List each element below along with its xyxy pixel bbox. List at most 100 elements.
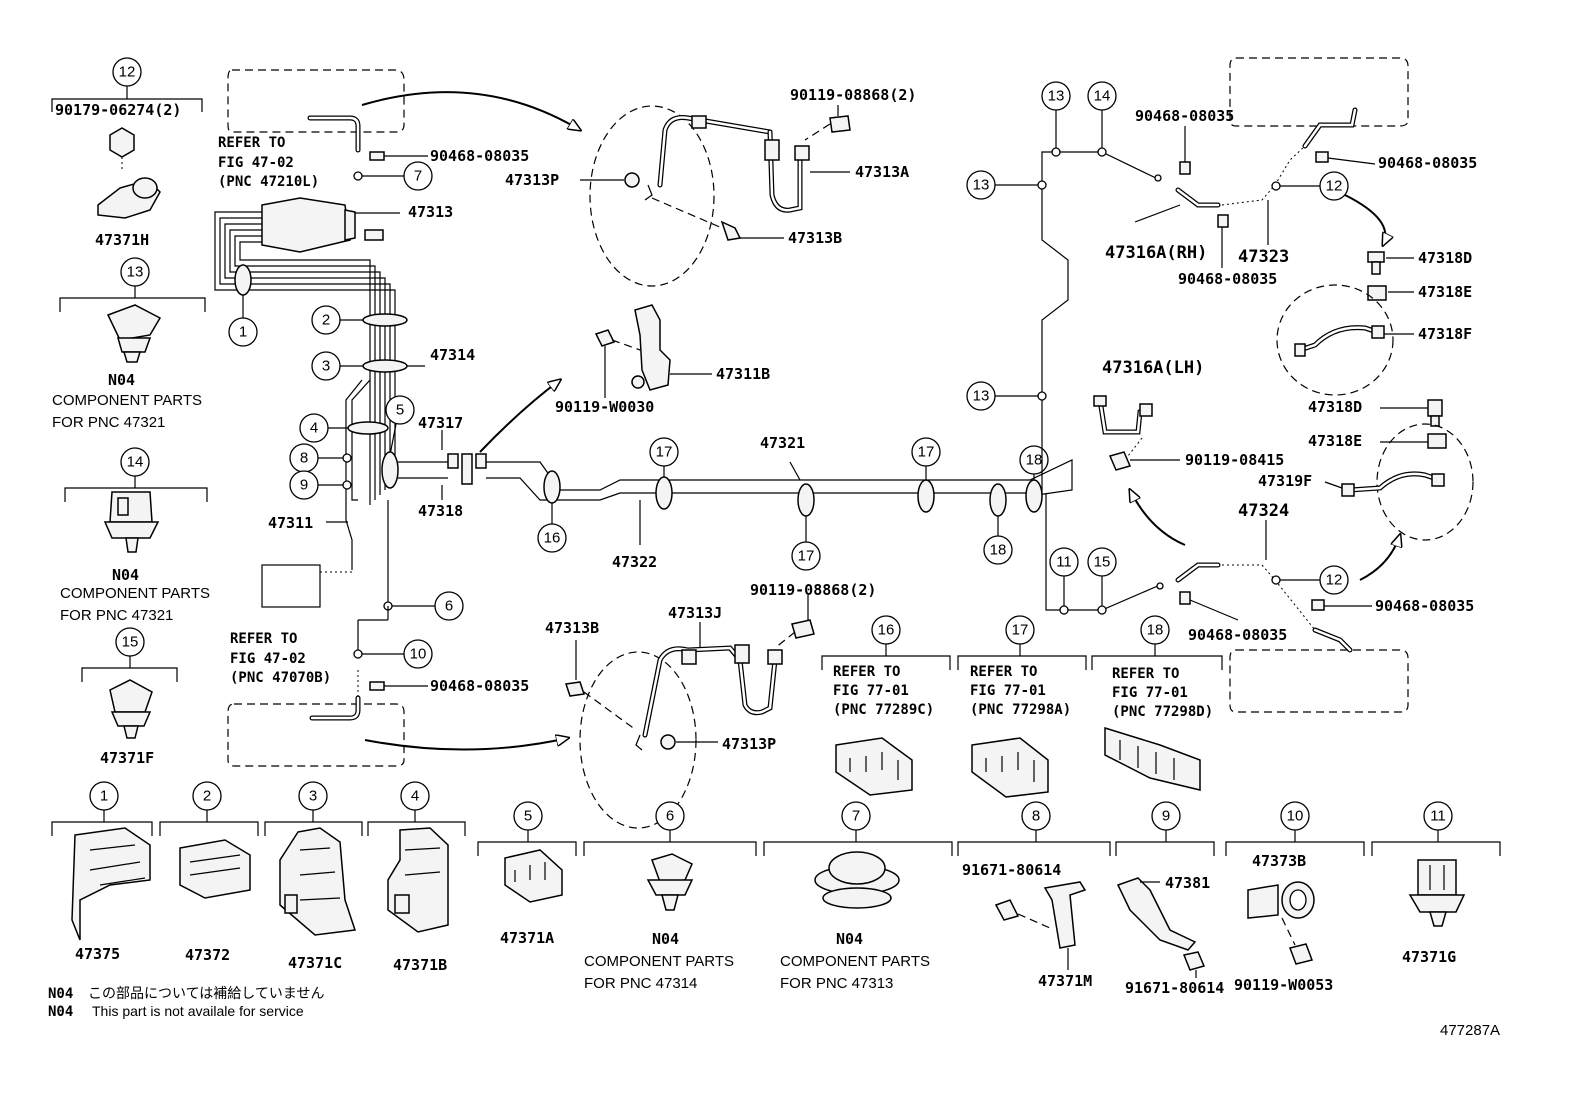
clip-icon bbox=[835, 737, 913, 796]
svg-text:11: 11 bbox=[1056, 554, 1072, 571]
svg-text:16: 16 bbox=[544, 530, 561, 547]
svg-text:47371F: 47371F bbox=[100, 749, 154, 767]
svg-text:REFER TO: REFER TO bbox=[218, 135, 285, 151]
svg-text:90468-08035: 90468-08035 bbox=[1378, 154, 1477, 172]
clip-icon bbox=[106, 304, 162, 341]
group-47371C: 3 47371C bbox=[264, 781, 363, 972]
clip-icon bbox=[971, 737, 1049, 798]
svg-text:16: 16 bbox=[878, 622, 895, 639]
svg-text:2: 2 bbox=[322, 312, 330, 329]
svg-text:COMPONENT PARTS: COMPONENT PARTS bbox=[584, 953, 734, 970]
footnotes: N04 この部品については補給していません N04 This part is n… bbox=[48, 985, 324, 1020]
bracket-icon bbox=[1043, 881, 1087, 949]
svg-text:90468-08035: 90468-08035 bbox=[1375, 597, 1474, 615]
svg-text:90119-W0030: 90119-W0030 bbox=[555, 398, 654, 416]
bolt-icon bbox=[720, 220, 742, 241]
svg-text:9: 9 bbox=[1162, 808, 1170, 825]
group-47324: 12 90468-08035 90468-08035 bbox=[1156, 562, 1474, 713]
svg-text:7: 7 bbox=[414, 168, 422, 185]
svg-text:47311B: 47311B bbox=[716, 365, 770, 383]
svg-text:3: 3 bbox=[322, 358, 330, 375]
svg-text:17: 17 bbox=[656, 444, 673, 461]
svg-text:12: 12 bbox=[1326, 178, 1343, 195]
svg-text:47318E: 47318E bbox=[1418, 283, 1472, 301]
clip-icon bbox=[179, 839, 251, 899]
svg-text:(PNC 47070B): (PNC 47070B) bbox=[230, 670, 331, 686]
front-hose-top: 47313B 47313P 90119-08868(2) 47313A bbox=[505, 86, 916, 287]
group-ref-18: 18 REFER TO FIG 77-01 (PNC 77298D) bbox=[1091, 615, 1223, 791]
svg-text:5: 5 bbox=[524, 808, 532, 825]
svg-text:8: 8 bbox=[300, 450, 308, 467]
svg-text:11: 11 bbox=[1430, 808, 1446, 825]
svg-text:13: 13 bbox=[973, 177, 990, 194]
svg-text:47324: 47324 bbox=[1238, 501, 1289, 521]
svg-text:13: 13 bbox=[127, 264, 144, 281]
svg-text:90119-08415: 90119-08415 bbox=[1185, 451, 1284, 469]
group-clip-15: 15 47371F bbox=[81, 627, 178, 767]
svg-text:REFER TO: REFER TO bbox=[970, 664, 1037, 680]
clip-icon bbox=[109, 679, 153, 713]
svg-text:10: 10 bbox=[410, 646, 427, 663]
part-number-90179-06274: 90179-06274(2) bbox=[55, 101, 181, 119]
svg-text:6: 6 bbox=[445, 598, 453, 615]
svg-text:47314: 47314 bbox=[430, 346, 475, 364]
svg-text:47313P: 47313P bbox=[722, 735, 776, 753]
svg-text:90119-W0053: 90119-W0053 bbox=[1234, 976, 1333, 994]
svg-text:15: 15 bbox=[1094, 554, 1111, 571]
group-47318F: 47318D 47318E 47318F bbox=[1276, 249, 1472, 396]
svg-text:REFER TO: REFER TO bbox=[833, 664, 900, 680]
main-brake-line: 16 17 17 17 18 18 47321 47322 bbox=[486, 434, 1073, 571]
group-47373B: 10 47373B 90119-W0053 bbox=[1225, 801, 1365, 994]
figure-id: 477287A bbox=[1440, 1022, 1500, 1039]
reference-box-top-left: REFER TO FIG 47-02 (PNC 47210L) 90468-08… bbox=[218, 69, 580, 191]
clip-icon bbox=[1417, 859, 1457, 896]
svg-text:47371G: 47371G bbox=[1402, 948, 1456, 966]
svg-text:FIG 47-02: FIG 47-02 bbox=[230, 651, 306, 667]
clip-icon bbox=[1104, 726, 1201, 791]
svg-text:N04: N04 bbox=[652, 930, 679, 948]
svg-text:47372: 47372 bbox=[185, 946, 230, 964]
svg-text:FIG 77-01: FIG 77-01 bbox=[833, 683, 909, 699]
svg-text:90468-08035: 90468-08035 bbox=[1135, 107, 1234, 125]
svg-text:5: 5 bbox=[396, 402, 404, 419]
svg-text:47318E: 47318E bbox=[1308, 432, 1362, 450]
svg-text:(PNC 77289C): (PNC 77289C) bbox=[833, 702, 934, 718]
group-clip-14: 14 N04 COMPONENT PARTS FOR PNC 47321 bbox=[60, 447, 210, 624]
svg-text:91671-80614: 91671-80614 bbox=[1125, 979, 1224, 997]
svg-text:47313J: 47313J bbox=[668, 604, 722, 622]
svg-text:47371H: 47371H bbox=[95, 231, 149, 249]
svg-text:47371B: 47371B bbox=[393, 956, 447, 974]
svg-text:47316A(RH): 47316A(RH) bbox=[1105, 243, 1207, 263]
svg-text:REFER TO: REFER TO bbox=[1112, 666, 1179, 682]
group-grommet-7: 7 N04 COMPONENT PARTS FOR PNC 47313 bbox=[763, 801, 953, 992]
svg-text:(PNC 77298A): (PNC 77298A) bbox=[970, 702, 1071, 718]
group-47316A-RH: 90468-08035 90468-08035 12 90468-08035 4… bbox=[1105, 57, 1477, 288]
svg-text:FOR PNC 47313: FOR PNC 47313 bbox=[780, 975, 893, 992]
svg-text:3: 3 bbox=[309, 788, 317, 805]
svg-text:47318F: 47318F bbox=[1418, 325, 1472, 343]
svg-text:17: 17 bbox=[1012, 622, 1029, 639]
svg-text:N04: N04 bbox=[112, 566, 139, 584]
svg-text:90468-08035: 90468-08035 bbox=[1178, 270, 1277, 288]
svg-text:N04: N04 bbox=[48, 1004, 73, 1020]
svg-text:N04: N04 bbox=[48, 986, 73, 1002]
svg-text:47371A: 47371A bbox=[500, 929, 554, 947]
svg-text:47322: 47322 bbox=[612, 553, 657, 571]
svg-text:N04: N04 bbox=[108, 371, 135, 389]
svg-text:13: 13 bbox=[1048, 88, 1065, 105]
group-47311B: 90119-W0030 47311B bbox=[555, 304, 770, 416]
group-clip-6: 6 N04 COMPONENT PARTS FOR PNC 47314 bbox=[583, 801, 757, 992]
clamp-icon bbox=[1247, 884, 1279, 919]
svg-text:COMPONENT PARTS: COMPONENT PARTS bbox=[60, 585, 210, 602]
svg-text:47321: 47321 bbox=[760, 434, 805, 452]
svg-text:2: 2 bbox=[203, 788, 211, 805]
svg-text:FOR PNC 47314: FOR PNC 47314 bbox=[584, 975, 697, 992]
svg-text:18: 18 bbox=[1026, 452, 1043, 469]
svg-text:47371C: 47371C bbox=[288, 954, 342, 972]
svg-text:47318D: 47318D bbox=[1418, 249, 1472, 267]
clip-icon bbox=[109, 491, 153, 523]
svg-text:91671-80614: 91671-80614 bbox=[962, 861, 1061, 879]
svg-text:90468-08035: 90468-08035 bbox=[430, 147, 529, 165]
svg-text:47313B: 47313B bbox=[545, 619, 599, 637]
